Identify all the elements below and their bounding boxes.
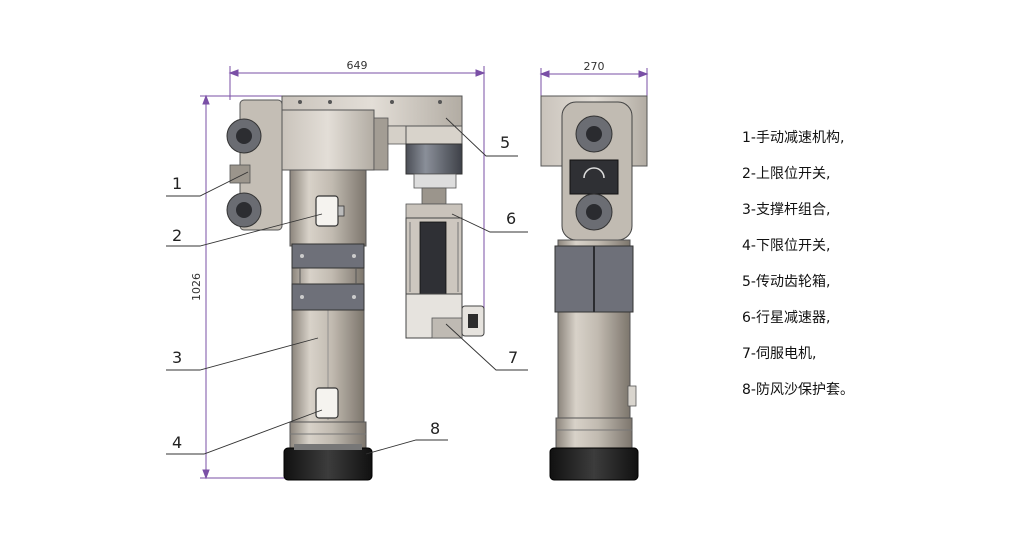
side-head bbox=[540, 95, 648, 241]
callout-1: 1 bbox=[172, 174, 182, 193]
legend-item: 2-上限位开关, bbox=[742, 166, 831, 182]
upper-limit-switch bbox=[315, 195, 345, 227]
dimension-height bbox=[200, 94, 300, 480]
legend-item: 1-手动减速机构, bbox=[742, 130, 845, 146]
side-dust-boot bbox=[549, 417, 639, 481]
front-view: 649 1026 bbox=[166, 59, 528, 481]
dimension-width-front bbox=[228, 66, 486, 310]
planetary-reducer bbox=[405, 187, 463, 219]
dimension-label-width-side: 270 bbox=[584, 60, 605, 73]
legend: 1-手动减速机构, 2-上限位开关, 3-支撑杆组合, 4-下限位开关, 5-传… bbox=[742, 128, 1002, 416]
legend-item: 5-传动齿轮箱, bbox=[742, 274, 831, 290]
lower-limit-switch bbox=[315, 387, 339, 419]
transmission-gearbox bbox=[405, 125, 463, 189]
callout-4: 4 bbox=[172, 433, 182, 452]
manual-reducer bbox=[226, 99, 283, 231]
legend-item: 3-支撑杆组合, bbox=[742, 202, 831, 218]
callout-8: 8 bbox=[430, 419, 440, 438]
legend-item: 8-防风沙保护套。 bbox=[742, 382, 854, 398]
callout-5: 5 bbox=[500, 133, 510, 152]
legend-item: 4-下限位开关, bbox=[742, 238, 831, 254]
side-view: 270 bbox=[539, 60, 649, 481]
legend-item: 6-行星减速器, bbox=[742, 310, 831, 326]
leader-lines bbox=[166, 117, 528, 455]
legend-item: 7-伺服电机, bbox=[742, 346, 817, 362]
callout-3: 3 bbox=[172, 348, 182, 367]
dimension-width-side bbox=[539, 68, 649, 100]
servo-motor bbox=[405, 217, 485, 339]
dust-boot bbox=[283, 421, 373, 481]
dimension-label-height: 1026 bbox=[190, 273, 203, 301]
callout-2: 2 bbox=[172, 226, 182, 245]
dimension-label-width-front: 649 bbox=[347, 59, 368, 72]
callout-6: 6 bbox=[506, 209, 516, 228]
callout-7: 7 bbox=[508, 348, 518, 367]
side-column bbox=[554, 239, 637, 419]
clamp-blocks bbox=[291, 243, 365, 311]
